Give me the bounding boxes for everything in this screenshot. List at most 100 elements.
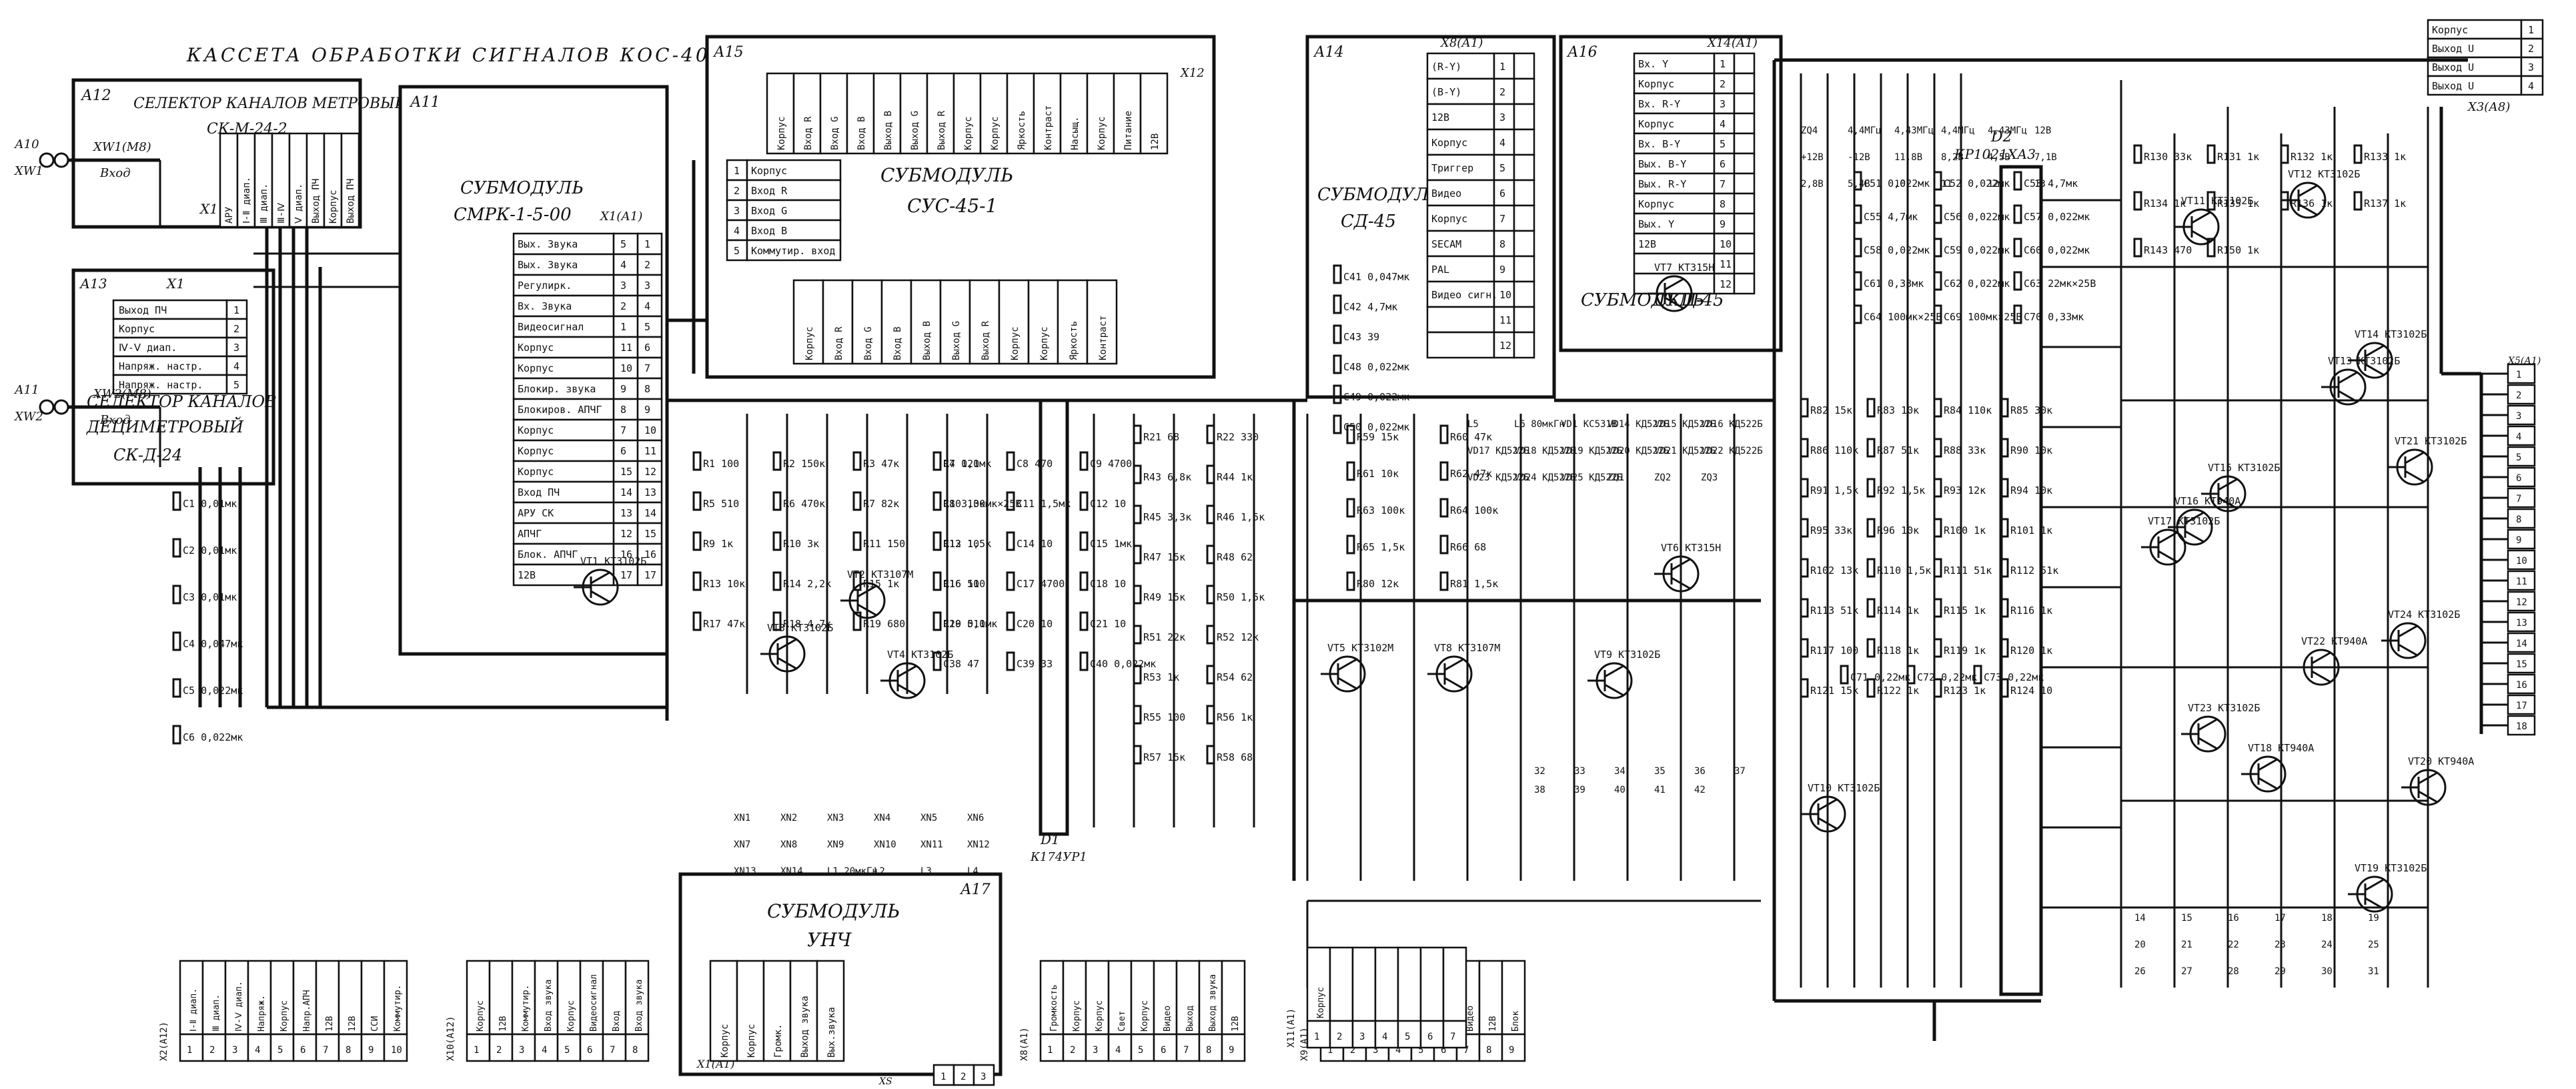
resistor-label: R12 1,5к: [943, 538, 991, 550]
right-pin-num: 16: [2516, 680, 2527, 691]
a15-top-cell: [819, 72, 848, 155]
a16-row-num: 4: [1720, 118, 1726, 130]
resistor-label: R17 47к: [703, 618, 745, 630]
bottom-connector-num-cell: [201, 1033, 227, 1062]
a17-cell: [762, 960, 792, 1062]
a11-row-label: Корпус: [518, 342, 554, 354]
capacitor-label: C53 4,7мк: [2024, 177, 2078, 190]
resistor-label: R15 1к: [863, 578, 899, 590]
resistor-label-symbol: [1866, 398, 1876, 418]
a15-top-cell: [1139, 72, 1169, 155]
misc-label: 11: [1941, 179, 1952, 190]
bottom-connector-label-cell: [360, 960, 386, 1036]
bottom-connector-num: 1: [187, 1045, 192, 1056]
resistor-label-symbol: [692, 531, 702, 551]
misc-label: 7,1В: [2034, 152, 2057, 163]
a14-row-num: 8: [1499, 238, 1505, 250]
a16-row-label: Вых. R-Y: [1638, 178, 1686, 190]
bottom-connector-num: 2: [1337, 1032, 1342, 1042]
capacitor-label-symbol: [1006, 651, 1015, 671]
a11-num-cell2: [636, 563, 663, 587]
capacitor-label: C63 22мк×25В: [2024, 278, 2096, 290]
bottom-connector-label-cell: [1351, 946, 1377, 1022]
a11-row-cell: [512, 563, 615, 587]
resistor-label: R101 1к: [2010, 524, 2052, 536]
capacitor-label: C3 0,01мк: [183, 591, 237, 603]
resistor-label-symbol: [1800, 478, 1809, 498]
resistor-label: R85 30к: [2010, 404, 2052, 416]
bottom-connector-num-cell: [602, 1033, 627, 1062]
a15-row-label: Корпус: [751, 165, 787, 177]
capacitor-label: C12 10: [1090, 498, 1126, 510]
bottom-connector-num-cell: [1107, 1033, 1133, 1062]
a16-num-cell2: [1733, 72, 1756, 95]
transistor-leads: [840, 585, 877, 617]
resistor-label-symbol: [1933, 438, 1942, 458]
a11-row-num: 2: [620, 300, 626, 312]
module-a14-name1: СУБМОДУЛЬ: [1317, 185, 1441, 205]
capacitor-label-symbol: [172, 538, 181, 558]
a15-bottom-cell: [822, 279, 854, 365]
bottom-connector-num: 3: [1373, 1045, 1378, 1056]
right-pin-cell: [2507, 466, 2536, 488]
misc-label: 35: [1654, 766, 1666, 777]
right-pin-num: 17: [2516, 701, 2527, 711]
capacitor-label-symbol: [172, 725, 181, 745]
bottom-connector-num: 8: [1206, 1045, 1211, 1056]
a11-row-num2: 12: [644, 466, 656, 478]
capacitor-label-symbol: [1006, 451, 1015, 471]
a15-top-label: Корпус: [990, 116, 1001, 150]
resistor-label: R49 15к: [1143, 591, 1185, 603]
resistor-label-symbol: [1866, 598, 1876, 618]
resistor-label-symbol: [852, 571, 862, 591]
misc-label: L6 80мкГн: [1514, 419, 1565, 430]
a14-num-cell2: [1513, 204, 1535, 232]
resistor-label-symbol: [852, 451, 862, 471]
a13-row-label: Ⅳ-Ⅴ диап.: [119, 342, 177, 354]
resistor-label-symbol: [2000, 518, 2009, 538]
a14-row-label: 12В: [1431, 111, 1449, 123]
misc-label: XN14: [780, 866, 803, 877]
a11-num-cell2: [636, 480, 663, 504]
a11-row-num2: 13: [644, 486, 656, 498]
a16-num-cell2: [1733, 172, 1756, 195]
misc-label: 36: [1694, 766, 1706, 777]
a15-top-cell: [979, 72, 1009, 155]
a11-num-cell2: [636, 253, 663, 276]
right-pin-num: 2: [2516, 390, 2521, 401]
a12-pin-cell: [236, 132, 256, 228]
resistor-label: R4 120: [943, 458, 979, 470]
transistor-leads: [1321, 658, 1357, 690]
bottom-connector-num-cell: [1306, 1020, 1331, 1049]
right-pin-num: 8: [2516, 514, 2521, 525]
resistor-label: R102 13к: [1810, 565, 1858, 577]
a15-row-num: 3: [734, 205, 740, 217]
capacitor-label-symbol: [1853, 171, 1862, 191]
resistor-label-symbol: [2000, 558, 2009, 578]
bottom-connector-num: 4: [1395, 1045, 1401, 1056]
resistor-label-symbol: [1206, 544, 1215, 565]
resistor-label: R1 100: [703, 458, 739, 470]
transistor-label: VT19 КТ3102Б: [2355, 862, 2427, 874]
resistor-label-symbol: [1800, 638, 1809, 658]
resistor-label-symbol: [2353, 191, 2363, 211]
bottom-connector-num: 5: [564, 1045, 570, 1056]
capacitor-label: C52 0,022мк: [1944, 177, 2010, 190]
misc-label: 40: [1614, 785, 1626, 795]
a16-row-num: 6: [1720, 158, 1726, 170]
bottom-connector-num-cell: [579, 1033, 604, 1062]
a11-row-num2: 1: [644, 238, 650, 250]
misc-label: VD1 КС531В: [1561, 419, 1617, 430]
resistor-label-symbol: [1133, 745, 1142, 765]
a16-row-label: 12В: [1638, 238, 1656, 250]
a15-bottom-label: Корпус: [1010, 326, 1021, 360]
bottom-connector-label-cell: [1062, 960, 1087, 1036]
bottom-connector-label: Видео: [1163, 1006, 1173, 1032]
a12-pin-cell: [305, 132, 326, 228]
resistor-label-symbol: [2000, 478, 2009, 498]
input-xw1: А10 XW1 XW1(М8) Вход: [13, 137, 160, 180]
